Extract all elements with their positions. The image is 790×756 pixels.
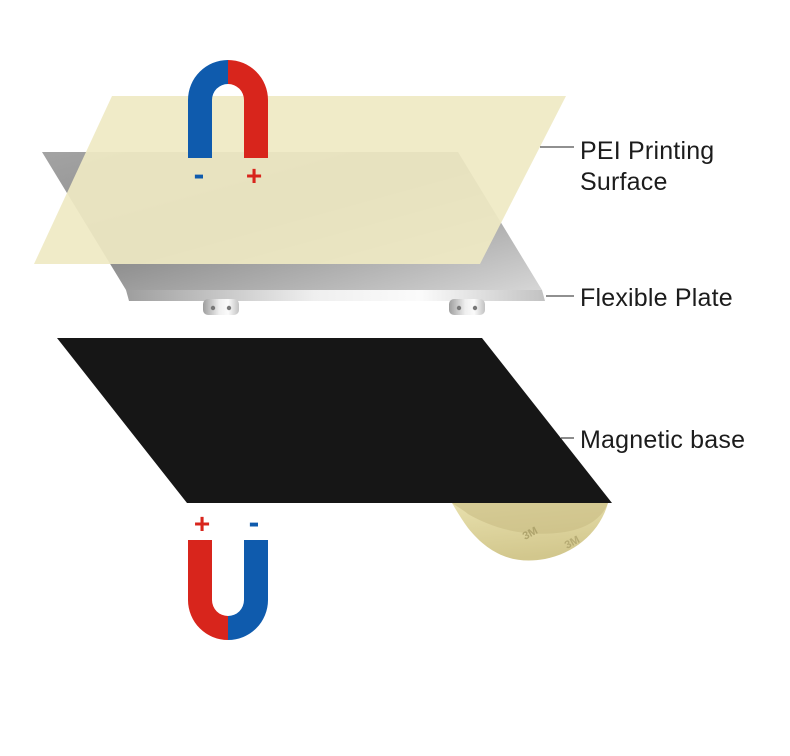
tab-hole (210, 305, 216, 311)
pei-sheet (34, 96, 566, 264)
magnet-top-icon: - + (188, 60, 268, 192)
plate-tab-left (203, 299, 239, 315)
magnet-bottom-red-half (188, 540, 228, 640)
magnet-bottom-minus-sign: - (249, 504, 260, 540)
magnet-bottom-blue-half (228, 540, 268, 640)
magnet-top-red-half (228, 60, 268, 158)
magnetic-base (57, 338, 612, 503)
plate-tab-right (449, 299, 485, 315)
tab-hole (226, 305, 232, 311)
flexible-plate-edge (126, 290, 545, 301)
label-flexible-plate: Flexible Plate (580, 284, 733, 312)
tab-hole (456, 305, 462, 311)
magnet-bottom-plus-sign: + (194, 508, 210, 539)
magnet-top-plus-sign: + (246, 160, 262, 191)
magnet-bottom-icon: + - (188, 504, 268, 640)
label-magnetic-base: Magnetic base (580, 426, 746, 454)
magnet-top-minus-sign: - (194, 156, 205, 192)
curl-fold-shade (452, 503, 608, 534)
tab-hole (472, 305, 478, 311)
label-pei-printing-surface: PEI Printing Surface (580, 137, 715, 196)
magnet-top-blue-half (188, 60, 228, 158)
adhesive-curl: 3M 3M (452, 503, 608, 561)
